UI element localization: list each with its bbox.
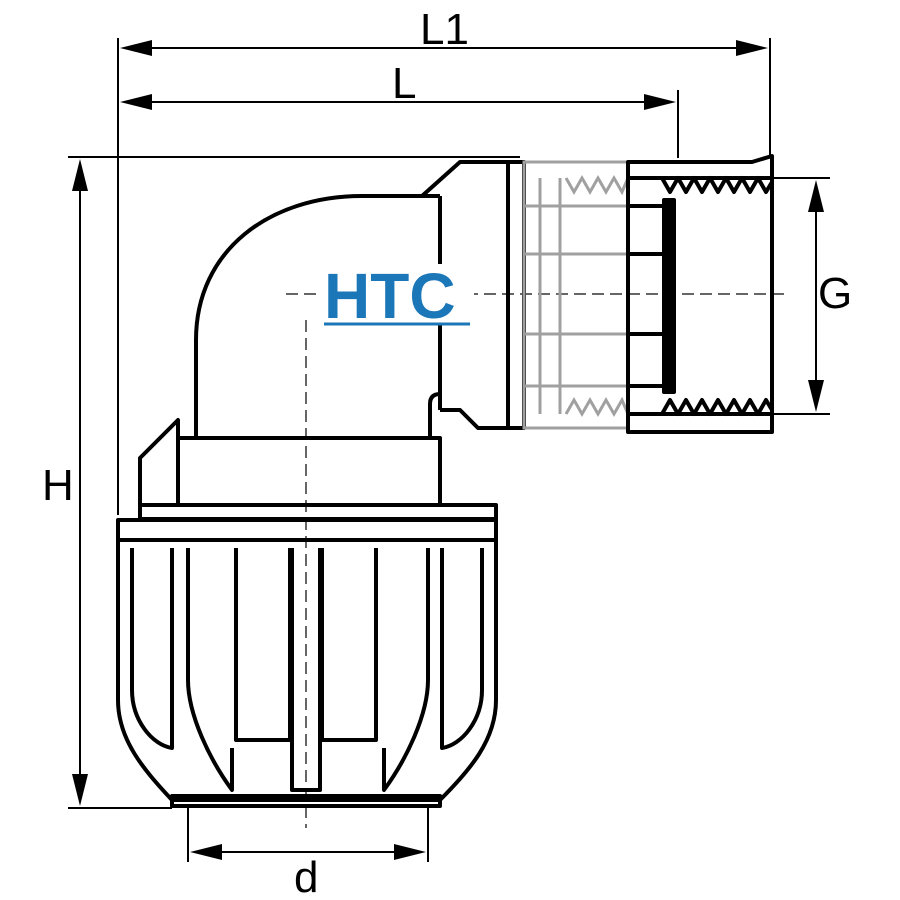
label-L: L <box>392 59 416 108</box>
label-L1: L1 <box>420 5 469 54</box>
dimension-labels: L1 L H G d <box>42 5 852 900</box>
threaded-socket <box>522 154 774 434</box>
dimension-G <box>808 180 824 412</box>
label-d: d <box>294 853 318 900</box>
center-lines <box>286 293 790 828</box>
dimension-d <box>190 844 426 860</box>
compression-nut <box>116 518 498 808</box>
label-G: G <box>818 269 852 318</box>
htc-logo: HTC <box>322 260 474 332</box>
label-H: H <box>42 461 74 510</box>
dimension-lines <box>68 38 830 862</box>
elbow-body <box>138 160 526 521</box>
logo-text: HTC <box>324 260 456 332</box>
dimension-L <box>120 94 676 110</box>
dimension-H <box>72 159 88 806</box>
dimension-L1 <box>120 40 768 56</box>
